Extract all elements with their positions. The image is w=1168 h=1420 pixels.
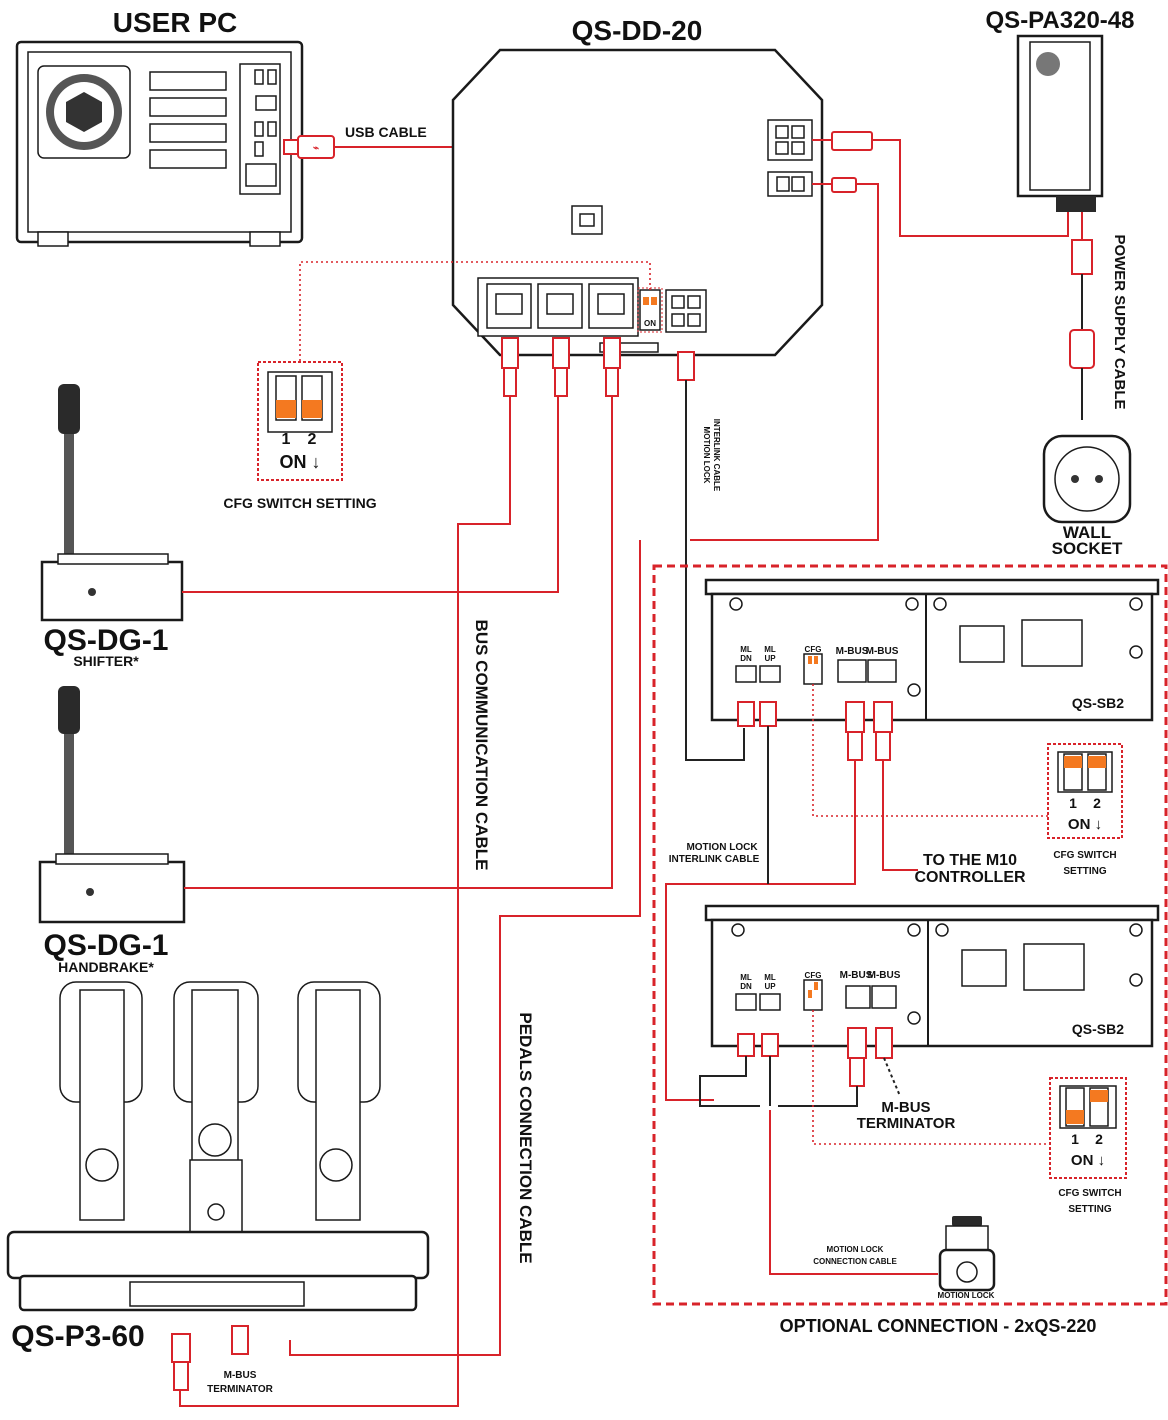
pedals-title: QS-P3-60	[11, 1320, 144, 1353]
to-m10-label-1: TO THE M10	[923, 852, 1017, 869]
sb2-bottom-mlup-1: ML	[764, 973, 776, 982]
motion-lock-device	[938, 1216, 996, 1292]
sb2-bottom-device	[704, 904, 1160, 1048]
cfg-main-on: ON ↓	[279, 452, 320, 472]
bus-communication-cable	[179, 396, 511, 1407]
cfg-switch-setting-label: CFG SWITCH SETTING	[223, 495, 376, 511]
ml-interlink-label-1: MOTION LOCK	[702, 427, 711, 484]
ml-interlink-label-2: INTERLINK CABLE	[712, 419, 721, 492]
user-pc-title: USER PC	[113, 7, 237, 38]
psu-dc-cable	[812, 139, 1069, 237]
cfg-top-label-2: SETTING	[1063, 866, 1107, 877]
sb2-bottom-mlup-2: UP	[764, 982, 776, 991]
ml-conn-label-1: MOTION LOCK	[827, 1245, 884, 1254]
wall-socket-label-1: WALL	[1063, 523, 1111, 542]
dd20-rj-plugs	[501, 337, 695, 397]
user-pc: ⌁	[15, 40, 335, 247]
cfg-top-sw2: 2	[1093, 795, 1101, 811]
fan-grille-icon	[46, 74, 122, 150]
pedals-device	[6, 981, 430, 1312]
sb2-bottom-mbus-1: M-BUS	[840, 970, 873, 981]
cfg-bottom-on: ON ↓	[1071, 1152, 1105, 1169]
shifter-subtitle: SHIFTER*	[73, 653, 139, 669]
handbrake-subtitle: HANDBRAKE*	[58, 959, 154, 975]
cfg-switch-setting-bottom: 1 2 ON ↓	[1049, 1077, 1127, 1179]
cfg-top-sw1: 1	[1069, 795, 1077, 811]
wall-socket	[1042, 434, 1132, 524]
sb2-top-mldn-2: DN	[740, 654, 752, 663]
power-supply-cable-label: POWER SUPPLY CABLE	[1111, 234, 1128, 409]
usb-symbol-icon: ⌁	[313, 143, 319, 154]
sb2-top-title: QS-SB2	[1072, 695, 1124, 711]
cfg-bottom-label-2: SETTING	[1068, 1204, 1112, 1215]
sb2-top-device	[704, 578, 1160, 722]
qs-dd-20-title: QS-DD-20	[572, 15, 703, 46]
dd20-dip-on-label: ON	[644, 319, 656, 328]
cfg-top-on: ON ↓	[1068, 816, 1102, 833]
motion-lock-label: MOTION LOCK	[938, 1291, 995, 1300]
cfg-main-sw2: 2	[308, 431, 317, 448]
usb-cable-label: USB CABLE	[345, 124, 427, 140]
cfg-bottom-sw1: 1	[1071, 1131, 1079, 1147]
shifter-title: QS-DG-1	[43, 624, 168, 657]
wall-socket-label-2: SOCKET	[1052, 539, 1123, 558]
sb2-top-mlup-2: UP	[764, 654, 776, 663]
handbrake-device	[38, 686, 186, 924]
sb2-bottom-mbus-2: M-BUS	[868, 970, 901, 981]
pedals-connection-cable	[289, 540, 641, 1356]
ml-interlink-b-label-2: INTERLINK CABLE	[669, 854, 760, 865]
sb2-bottom-mbus-term-2: TERMINATOR	[857, 1115, 956, 1132]
qs-dd-20-device: ON	[451, 48, 824, 357]
sb2-bottom-cfg: CFG	[805, 971, 822, 980]
sb2-top-cfg: CFG	[805, 645, 822, 654]
handbrake-title: QS-DG-1	[43, 929, 168, 962]
cfg-switch-setting-top: 1 2 ON ↓	[1047, 743, 1123, 839]
power-supply	[1016, 34, 1104, 212]
to-m10-label-2: CONTROLLER	[914, 869, 1026, 886]
pedals-mbus-terminator-1: M-BUS	[224, 1370, 257, 1381]
optional-connection-label: OPTIONAL CONNECTION - 2xQS-220	[780, 1316, 1097, 1336]
ml-interlink-b-label-1: MOTION LOCK	[686, 842, 758, 853]
cfg-main-sw1: 1	[282, 431, 291, 448]
cfg-switch-setting-main: 1 2 ON ↓	[257, 361, 343, 481]
handbrake-cable	[184, 396, 613, 889]
pedals-mbus-terminator-2: TERMINATOR	[207, 1384, 274, 1395]
sb2-bottom-mldn-1: ML	[740, 973, 752, 982]
qs-pa320-title: QS-PA320-48	[986, 7, 1135, 34]
sb2-bottom-mldn-2: DN	[740, 982, 752, 991]
sb2-top-mldn-1: ML	[740, 645, 752, 654]
shifter-cable	[182, 396, 559, 593]
bus-communication-cable-label: BUS COMMUNICATION CABLE	[472, 620, 491, 871]
sb2-top-mbus-1: M-BUS	[836, 646, 869, 657]
ml-conn-label-2: CONNECTION CABLE	[813, 1257, 897, 1266]
cfg-bottom-sw2: 2	[1095, 1131, 1103, 1147]
shifter-device	[40, 384, 184, 622]
sb2-top-mlup-1: ML	[764, 645, 776, 654]
sb2-bottom-mbus-term-1: M-BUS	[881, 1099, 930, 1116]
cfg-top-label-1: CFG SWITCH	[1053, 850, 1116, 861]
sb2-top-mbus-2: M-BUS	[866, 646, 899, 657]
pedals-connection-cable-label: PEDALS CONNECTION CABLE	[516, 1012, 535, 1263]
sb2-bottom-title: QS-SB2	[1072, 1021, 1124, 1037]
motion-lock-interlink-cable	[690, 183, 879, 541]
cfg-bottom-label-1: CFG SWITCH	[1058, 1188, 1121, 1199]
